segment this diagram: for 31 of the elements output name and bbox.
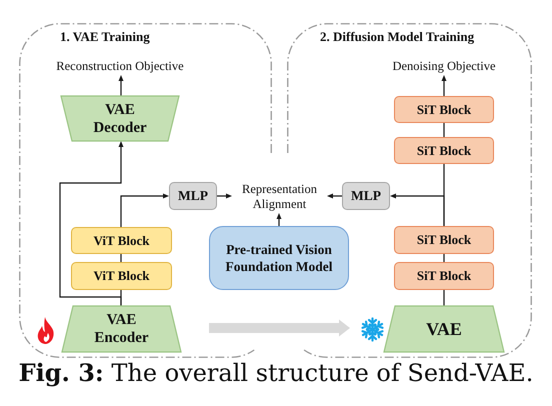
mlp-block: MLP (169, 182, 217, 210)
mlp-block: MLP (342, 182, 390, 210)
vit-block: ViT Block (71, 227, 172, 254)
connector-line (443, 123, 445, 137)
encoder-trapezoid: VAE Encoder (62, 306, 181, 352)
block-arrow (209, 322, 350, 334)
arrow (276, 214, 282, 226)
arrow (59, 142, 124, 306)
figure-caption: Fig. 3: The overall structure of Send-VAE. (18, 359, 534, 387)
arrow (217, 194, 231, 198)
sit-block: SiT Block (394, 262, 494, 290)
objective-label: Denoising Objective (380, 58, 508, 75)
panel-heading: 2. Diffusion Model Training (320, 29, 474, 45)
arrow (391, 194, 445, 226)
connector-line (443, 290, 445, 306)
objective-label: Reconstruction Objective (45, 58, 195, 75)
arrow (120, 194, 168, 227)
panel-heading: 1. VAE Training (60, 29, 150, 45)
connector-line (120, 254, 122, 262)
alignment-label: Representation Alignment (232, 180, 327, 213)
arrow (442, 76, 446, 96)
sit-block: SiT Block (394, 96, 494, 123)
vit-block: ViT Block (71, 262, 172, 290)
decoder-trapezoid: VAE Decoder (61, 96, 179, 141)
sit-block: SiT Block (394, 226, 494, 254)
sit-block: SiT Block (394, 137, 494, 164)
foundation-model-block: Pre-trained Vision Foundation Model (209, 226, 349, 290)
vae-trapezoid: VAE (384, 306, 504, 352)
connector-line (443, 254, 445, 262)
arrow (118, 76, 124, 96)
arrow (328, 194, 342, 198)
